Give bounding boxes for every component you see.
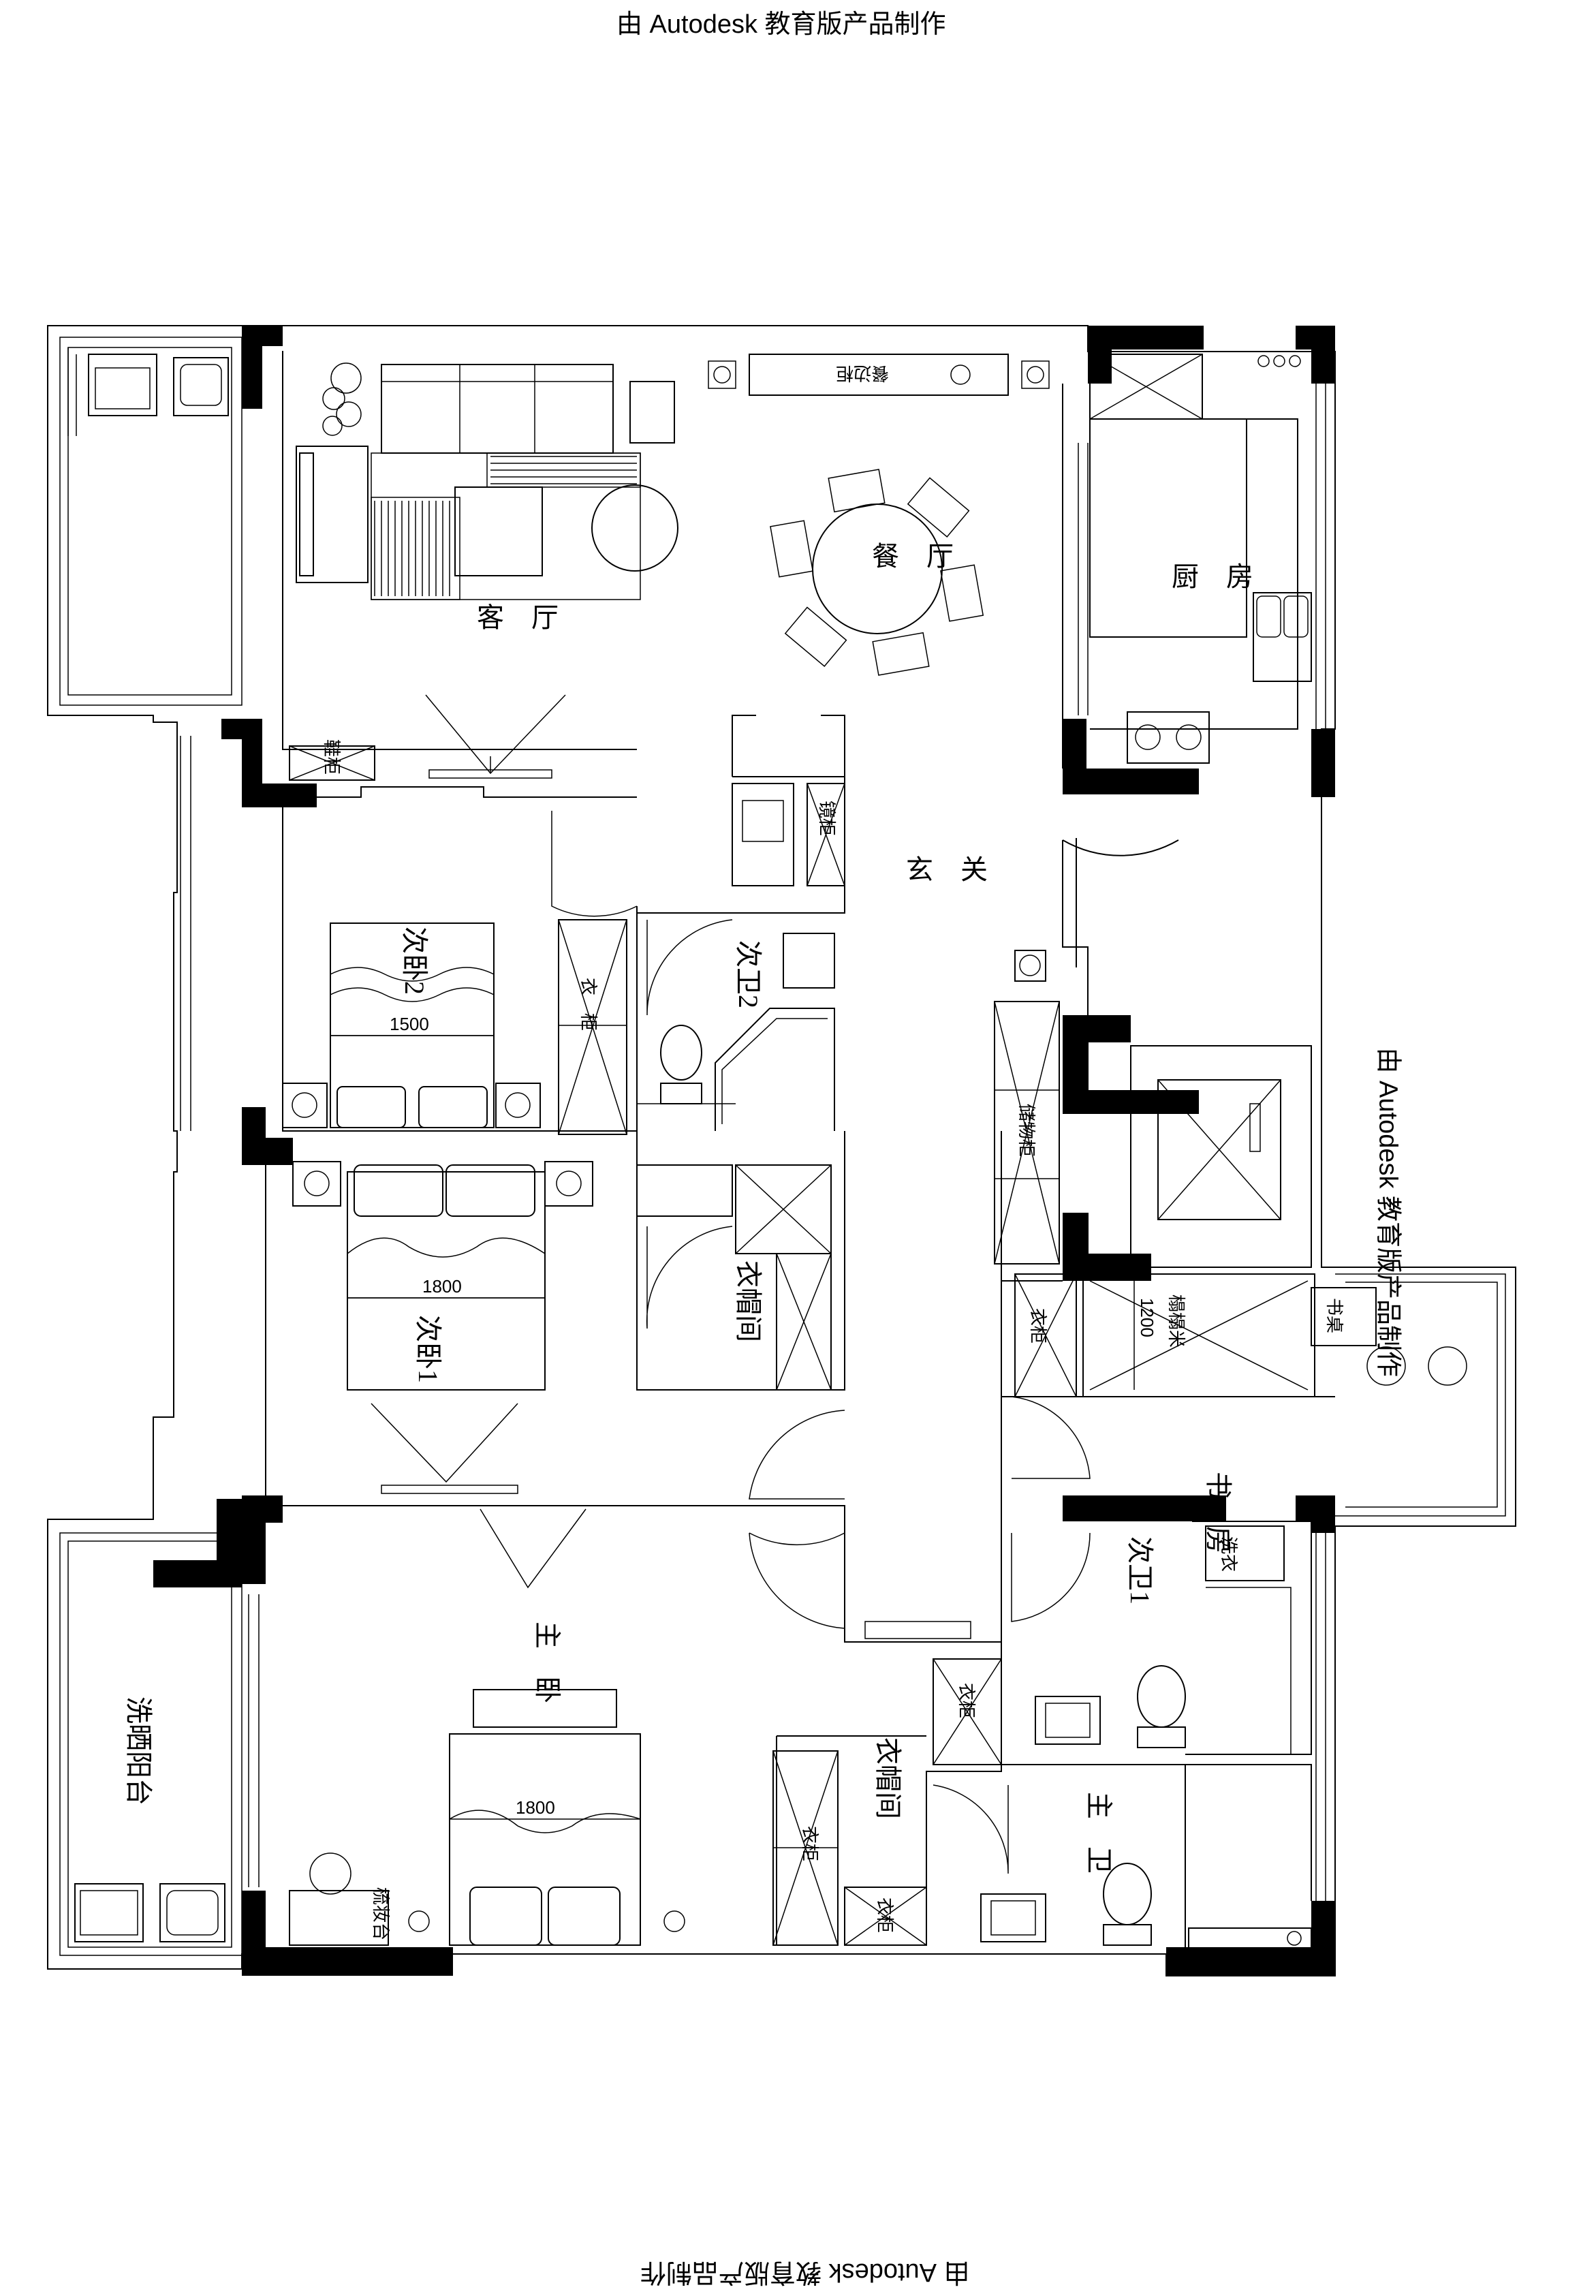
living-room-furniture bbox=[289, 362, 678, 781]
bath1-fixtures bbox=[1035, 1525, 1292, 1754]
room-label-living: 客 厅 bbox=[477, 602, 559, 633]
room-label-master-bath: 主 卫 bbox=[1084, 1792, 1114, 1874]
room-label-bath2: 次卫2 bbox=[733, 940, 764, 1008]
interior-walls bbox=[265, 351, 1335, 1947]
room-label-bedroom1: 次卧1 bbox=[413, 1315, 443, 1383]
dimension-bed2: 1500 bbox=[390, 1014, 429, 1034]
bedroom2-furniture bbox=[282, 919, 627, 1135]
bath2-fixtures bbox=[637, 783, 845, 1131]
doors bbox=[551, 811, 1091, 1874]
dining-furniture bbox=[708, 354, 1050, 676]
room-label-closet1: 衣帽间 bbox=[733, 1260, 764, 1342]
master-bath-fixtures bbox=[980, 1863, 1312, 1949]
kitchen-fixtures bbox=[1089, 354, 1312, 764]
structural-columns bbox=[153, 326, 1335, 1976]
master-closet-furniture bbox=[772, 1658, 1002, 1946]
label-wardrobe-hall: 衣柜 bbox=[956, 1683, 976, 1718]
closet1-furniture bbox=[636, 1164, 832, 1391]
laundry-balcony-fixtures bbox=[74, 1883, 225, 1942]
balcony-fixtures bbox=[67, 347, 229, 436]
label-washer: 洗衣 bbox=[1219, 1536, 1238, 1572]
label-wardrobe-bedroom2: 衣 柜 bbox=[578, 978, 598, 1031]
study-furniture bbox=[994, 950, 1467, 1397]
label-desk: 书桌 bbox=[1324, 1298, 1344, 1333]
room-label-bedroom2: 次卧2 bbox=[399, 927, 430, 995]
label-dresser: 梳妆台 bbox=[371, 1887, 390, 1940]
watermark-top: 由 Autodesk 教育版产品制作 bbox=[616, 10, 946, 39]
label-storage-cabinet: 储物柜 bbox=[1016, 1104, 1036, 1157]
room-label-entrance: 玄 关 bbox=[906, 854, 988, 885]
room-label-laundry-balcony: 洗晒阳台 bbox=[123, 1696, 154, 1805]
dimension-lines bbox=[330, 1035, 1135, 1820]
dimension-tatami: 1200 bbox=[1137, 1298, 1157, 1337]
room-label-bath1: 次卫1 bbox=[1125, 1536, 1155, 1604]
room-label-kitchen: 厨 房 bbox=[1172, 561, 1253, 592]
dimension-master-bed: 1800 bbox=[516, 1797, 555, 1818]
room-label-study: 书 房 bbox=[1203, 1472, 1234, 1553]
label-sideboard: 餐边柜 bbox=[836, 363, 889, 383]
label-wardrobe-study: 衣柜 bbox=[1028, 1308, 1048, 1344]
label-wardrobe-master-2: 衣柜 bbox=[875, 1897, 894, 1933]
room-label-master-closet: 衣帽间 bbox=[873, 1737, 903, 1819]
room-label-dining: 餐 厅 bbox=[872, 541, 954, 572]
master-bedroom-furniture bbox=[289, 1508, 685, 1946]
dimension-bed1: 1800 bbox=[422, 1276, 462, 1297]
label-tatami: 榻榻米 bbox=[1166, 1294, 1186, 1348]
windows bbox=[180, 382, 1326, 1901]
entrance-fixtures bbox=[864, 838, 1179, 1639]
label-shoe-cabinet: 鞋柜 bbox=[322, 739, 341, 775]
label-wardrobe-master: 衣柜 bbox=[800, 1826, 819, 1861]
room-label-master-bedroom: 主 卧 bbox=[532, 1622, 563, 1703]
label-mirror-cabinet: 镜柜 bbox=[817, 801, 836, 836]
